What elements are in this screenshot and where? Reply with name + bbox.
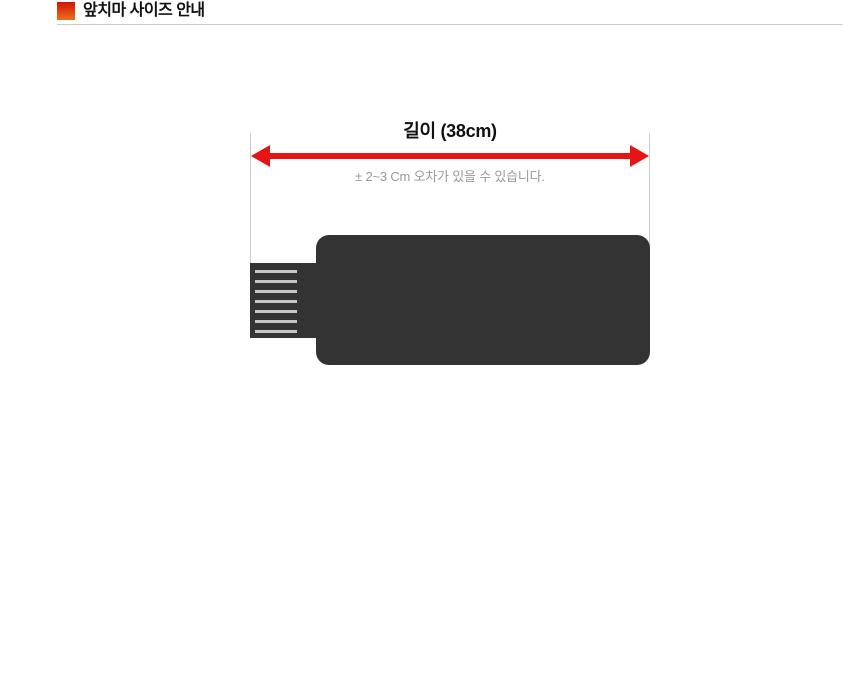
arrow-right-head-icon [630,145,649,167]
strap-stripe [255,270,297,273]
apron-strap-shape [250,263,320,338]
strap-stripe [255,320,297,323]
length-arrow [250,145,650,167]
header-divider [57,24,843,25]
left-extent-line [250,133,251,263]
strap-stripe [255,310,297,313]
arrow-left-head-icon [251,145,270,167]
apron-body-shape [316,235,650,365]
section-header: 앞치마 사이즈 안내 [57,2,205,20]
apron-size-diagram: 길이 (38cm) ± 2~3 Cm 오차가 있을 수 있습니다. [250,120,650,370]
strap-stripe [255,280,297,283]
strap-stripe [255,290,297,293]
strap-stripe [255,330,297,333]
length-dimension-label: 길이 (38cm) [403,121,497,141]
right-extent-line [649,133,650,248]
tolerance-note: ± 2~3 Cm 오차가 있을 수 있습니다. [355,169,545,184]
title-bullet-icon [57,2,75,20]
section-title: 앞치마 사이즈 안내 [83,2,205,19]
arrow-shaft [265,153,635,159]
strap-stripe [255,300,297,303]
